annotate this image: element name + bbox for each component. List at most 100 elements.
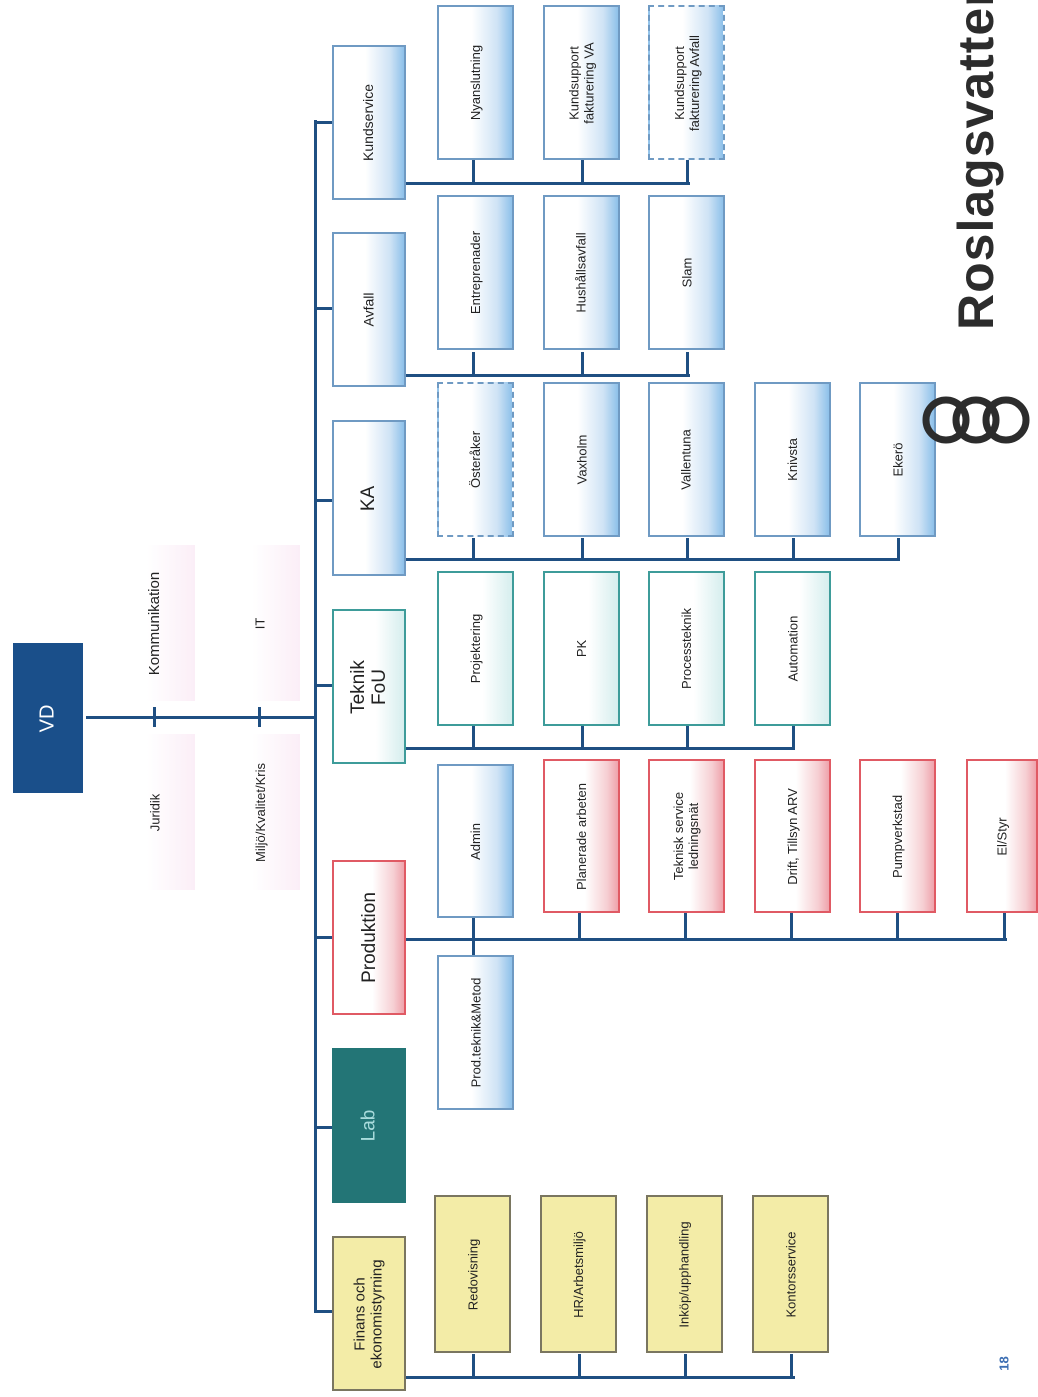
dept-finans-label: Finans och ekonomistyrning	[352, 1258, 386, 1369]
unit-label: Slam	[679, 257, 694, 288]
drop-produktion-4	[790, 913, 793, 940]
unit-label: Redovisning	[464, 1238, 480, 1310]
unit-label: Drift, Tillsyn ARV	[785, 787, 800, 885]
staff-tick-bottom	[258, 707, 261, 727]
produktion-unit: Pumpverkstad	[859, 759, 936, 913]
drop-avfall-1	[472, 352, 475, 376]
unit-label: PK	[574, 639, 589, 658]
drop-ka-5	[897, 538, 900, 560]
unit-label: Kundsupport fakturering Avfall	[671, 34, 702, 131]
trunk-stub-avfall	[314, 307, 334, 310]
ka-unit: Knivsta	[754, 382, 831, 537]
drop-ka-2	[581, 538, 584, 560]
trunk-stub-kundservice	[314, 121, 334, 124]
kundservice-unit: Kundsupport fakturering Avfall	[648, 5, 725, 160]
finans-unit: Kontorsservice	[752, 1195, 829, 1353]
drop-ka-3	[686, 538, 689, 560]
bus-finans	[405, 1376, 795, 1379]
finans-unit: Redovisning	[434, 1195, 511, 1353]
drop-finans-1	[472, 1354, 475, 1378]
unit-label: Projektering	[468, 613, 483, 684]
unit-label: Nyanslutning	[468, 44, 483, 121]
produktion-unit: El/Styr	[966, 759, 1038, 913]
ka-unit: Vallentuna	[648, 382, 725, 537]
bus-teknik	[405, 747, 795, 750]
ka-unit: Ekerö	[859, 382, 936, 537]
drop-avfall-2	[581, 352, 584, 376]
drop-kundservice-1	[472, 160, 475, 184]
teknik-unit: PK	[543, 571, 620, 726]
bus-avfall	[405, 374, 690, 377]
unit-label: Entreprenader	[468, 230, 483, 315]
avfall-unit: Slam	[648, 195, 725, 350]
bus-ka	[405, 558, 900, 561]
unit-label: Pumpverkstad	[890, 794, 905, 878]
dept-lab: Lab	[332, 1048, 406, 1203]
main-trunk	[314, 120, 317, 1312]
unit-label: Processteknik	[679, 608, 695, 689]
avfall-unit: Entreprenader	[437, 195, 514, 350]
produktion-unit: Prod.teknik&Metod	[437, 955, 514, 1110]
drop-produktion-6	[1003, 913, 1006, 940]
page-number-text: 18	[996, 1355, 1012, 1371]
produktion-unit: Planerade arbeten	[543, 759, 620, 913]
teknik-unit: Projektering	[437, 571, 514, 726]
staff-kommunikation: Kommunikation	[115, 545, 195, 701]
unit-label: Teknisk service ledningsnät	[671, 791, 702, 881]
drop-produktion-5	[896, 913, 899, 940]
unit-label: Knivsta	[784, 438, 800, 481]
unit-label: Hushållsavfall	[574, 232, 590, 313]
dept-avfall: Avfall	[332, 232, 406, 387]
kundservice-unit: Nyanslutning	[437, 5, 514, 160]
unit-label: Prod.teknik&Metod	[468, 977, 483, 1088]
staff-juridik: Juridik	[115, 734, 195, 890]
drop-avfall-3	[686, 352, 689, 376]
unit-label: Inköp/upphandling	[677, 1220, 693, 1328]
unit-label: Admin	[467, 822, 483, 860]
drop-teknik-4	[792, 726, 795, 749]
dept-ka: KA	[332, 420, 406, 576]
unit-label: Vallentuna	[678, 429, 694, 490]
staff-miljo: Miljö/Kvalitet/Kris	[220, 734, 300, 890]
dept-produktion-label: Produktion	[358, 892, 380, 983]
vd-label: VD	[36, 704, 59, 732]
avfall-unit: Hushållsavfall	[543, 195, 620, 350]
teknik-unit: Automation	[754, 571, 831, 726]
drop-kundservice-3	[686, 160, 689, 184]
trunk-stub-finans	[314, 1310, 334, 1313]
unit-label: Kundsupport fakturering VA	[566, 41, 597, 124]
unit-label: Vaxholm	[574, 434, 589, 485]
kundservice-unit: Kundsupport fakturering VA	[543, 5, 620, 160]
bus-produktion	[405, 938, 1007, 941]
staff-miljo-label: Miljö/Kvalitet/Kris	[252, 762, 268, 862]
dept-teknik-label: Teknik FoU	[347, 659, 390, 714]
trunk-stub-produktion	[314, 936, 334, 939]
trunk-stub-lab	[314, 1126, 334, 1129]
drop-teknik-3	[686, 726, 689, 749]
dept-avfall-label: Avfall	[360, 292, 377, 327]
unit-label: Automation	[784, 615, 800, 682]
page-number: 18	[992, 1352, 1016, 1374]
unit-label: Ekerö	[890, 442, 905, 477]
vd-connector	[86, 716, 316, 719]
drop-produktion-3	[684, 913, 687, 940]
produktion-unit: Drift, Tillsyn ARV	[754, 759, 831, 913]
trunk-stub-teknik	[314, 684, 334, 687]
finans-unit: HR/Arbetsmiljö	[540, 1195, 617, 1353]
dept-lab-label: Lab	[358, 1109, 380, 1142]
dept-kundservice-label: Kundservice	[360, 83, 377, 162]
bus-kundservice	[405, 182, 690, 185]
roslagsvatten-logo-icon	[922, 396, 1030, 444]
dept-produktion: Produktion	[332, 860, 406, 1015]
unit-label: HR/Arbetsmiljö	[571, 1230, 586, 1318]
drop-teknik-1	[472, 726, 475, 749]
staff-it: IT	[220, 545, 300, 701]
drop-teknik-2	[581, 726, 584, 749]
produktion-unit: Teknisk service ledningsnät	[648, 759, 725, 913]
drop-kundservice-2	[581, 160, 584, 184]
unit-label: El/Styr	[994, 816, 1010, 856]
vd-box: VD	[13, 643, 83, 793]
dept-kundservice: Kundservice	[332, 45, 406, 200]
unit-label: Planerade arbeten	[574, 782, 590, 890]
unit-label: Kontorsservice	[783, 1231, 799, 1317]
